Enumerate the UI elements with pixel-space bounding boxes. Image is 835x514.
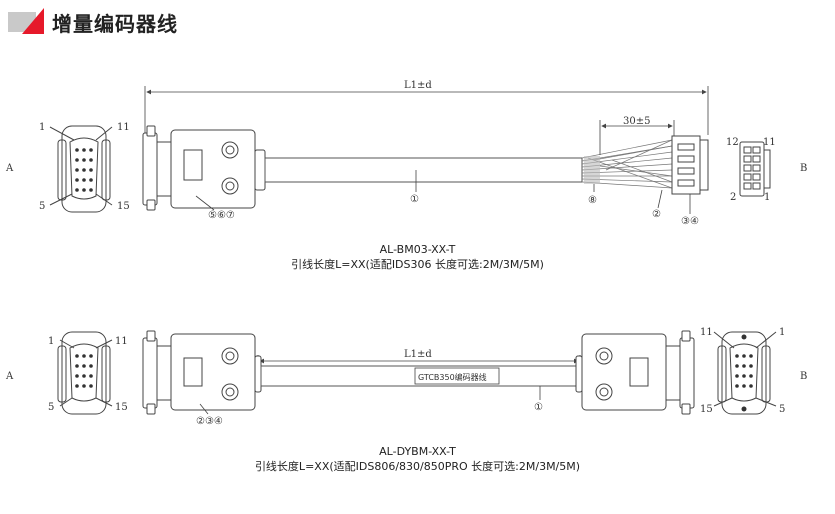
cable1-strip-label: 30±5: [623, 116, 650, 127]
cable1-callout-567: ⑤⑥⑦: [208, 210, 235, 221]
cable1-end-view-b: [739, 141, 771, 197]
cable1-length-label: L1±d: [404, 80, 432, 91]
cable2-end-view-a: [57, 331, 113, 415]
cable1-callout-2: ②: [652, 209, 661, 220]
cable2-right-connector: [575, 330, 695, 415]
cable2-end-view-b: [713, 331, 777, 415]
cable2-pin-b-1: 1: [779, 327, 785, 338]
cable2-caption: AL-DYBM-XX-T 引线长度L=XX(适配IDS806/830/850PR…: [0, 444, 835, 474]
cable2-tag-box: [414, 367, 500, 385]
cable1-callout-8: ⑧: [588, 195, 597, 206]
header-gray-bar: [8, 12, 36, 32]
cable1-terminal-housing: [671, 135, 709, 195]
cable2-cable-tag: GTCB350编码器线: [418, 372, 487, 382]
cable1-callout-1: ①: [410, 194, 419, 205]
cable2-description: 引线长度L=XX(适配IDS806/830/850PRO 长度可选:2M/3M/…: [254, 460, 581, 473]
cable2-pin-a-1: 1: [48, 336, 54, 347]
cable1-pin-a-11: 11: [117, 122, 130, 133]
cable2-pin-b-11: 11: [700, 327, 713, 338]
cable1-side-a-label: A: [5, 163, 14, 174]
cable1-pin-b-2: 2: [730, 192, 736, 203]
cable1-model-label: AL-BM03-XX-T: [379, 243, 456, 256]
cable1-drawing: A B 1 11 5 15: [5, 80, 807, 227]
cable1-pin-b-12: 12: [726, 137, 739, 148]
cable2-length-label: L1±d: [404, 349, 432, 360]
cable1-pin-a-15: 15: [117, 201, 130, 212]
cable1-pin-b-11: 11: [763, 137, 776, 148]
section-title: 增量编码器线: [52, 12, 178, 36]
cable2-side-a-label: A: [5, 371, 14, 382]
cable1-db15-connector: [142, 125, 266, 211]
cable1-callout-34: ③④: [681, 216, 699, 227]
cable2-pin-b-15: 15: [700, 404, 713, 415]
cable1-side-b-label: B: [800, 163, 807, 174]
cable2-pin-a-11: 11: [115, 336, 128, 347]
cable1-pin-a-5: 5: [39, 201, 45, 212]
cable2-model-label: AL-DYBM-XX-T: [379, 445, 456, 458]
section-header: 增量编码器线: [0, 0, 835, 42]
cable2-callout-1: ①: [534, 402, 543, 413]
cable1-pin-a-1: 1: [39, 122, 45, 133]
cable1-pin-b-1: 1: [764, 192, 770, 203]
cable1-description: 引线长度L=XX(适配IDS306 长度可选:2M/3M/5M): [291, 258, 544, 271]
cable2-side-b-label: B: [800, 371, 807, 382]
cable2-callout-234: ②③④: [196, 416, 223, 427]
cable2-drawing: A B 1 11 5 15 L1±: [5, 327, 807, 427]
cable2-left-connector: [142, 330, 262, 415]
cable2-pin-a-5: 5: [48, 402, 54, 413]
cable1-end-view-a: [49, 125, 113, 213]
cable1-caption: AL-BM03-XX-T 引线长度L=XX(适配IDS306 长度可选:2M/3…: [0, 242, 835, 272]
cable2-pin-b-5: 5: [779, 404, 785, 415]
cable2-pin-a-15: 15: [115, 402, 128, 413]
